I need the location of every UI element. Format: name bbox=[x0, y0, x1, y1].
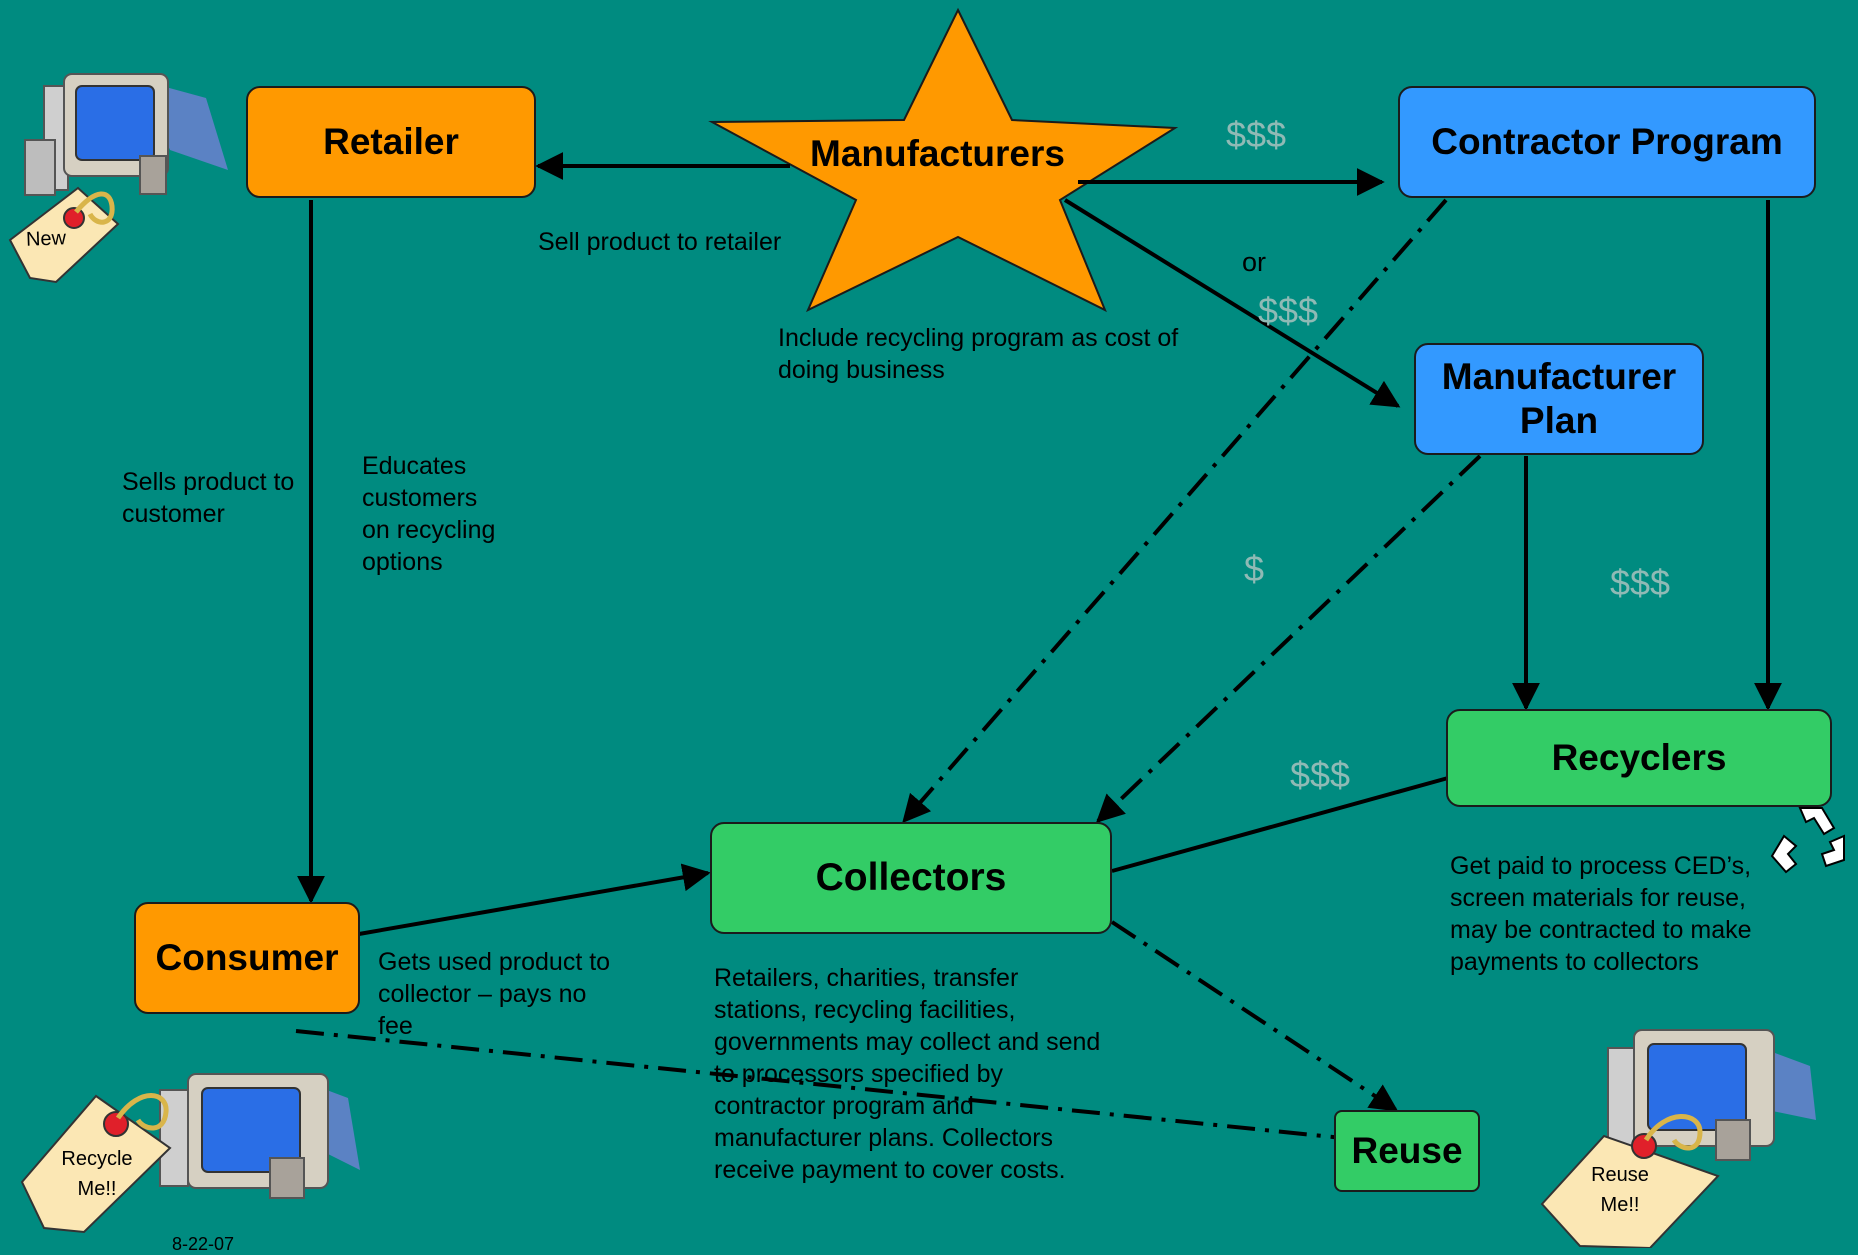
arrow-consumer-to-collectors bbox=[358, 863, 711, 936]
reuse-node: Reuse bbox=[1334, 1110, 1480, 1192]
consumer-node: Consumer bbox=[134, 902, 360, 1014]
arrow-contractor-to-collectors bbox=[902, 198, 1448, 824]
sells-to-customer-label: Sells product to customer bbox=[122, 468, 295, 528]
tag-new-text: New bbox=[25, 227, 67, 251]
arrow-plan-to-collectors bbox=[1095, 454, 1482, 823]
or-label: or bbox=[1242, 247, 1267, 277]
retailer-node: Retailer bbox=[246, 86, 536, 198]
computer-icon-reuse bbox=[1607, 1029, 1816, 1161]
retailer-label: Retailer bbox=[323, 120, 459, 162]
tag-icon-reuse bbox=[1540, 1114, 1720, 1248]
recycle-icon bbox=[1770, 807, 1845, 874]
line-recyclers-to-collectors bbox=[1111, 776, 1449, 873]
educates-label: Educates customers on recycling options bbox=[362, 452, 496, 576]
gets-used-product-label: Gets used product to collector – pays no… bbox=[378, 948, 611, 1040]
arrow-manufacturers-to-plan bbox=[1063, 198, 1401, 408]
money-manufacturers-to-plan: $$$ bbox=[1258, 290, 1319, 331]
collectors-label: Collectors bbox=[815, 855, 1007, 899]
collectors-node: Collectors bbox=[710, 822, 1112, 934]
tag-recycle-text: Recycle Me!! bbox=[61, 1148, 133, 1200]
recyclers-label: Recyclers bbox=[1551, 736, 1727, 778]
money-recyclers-to-collectors: $$$ bbox=[1290, 754, 1351, 795]
computer-icon-new bbox=[24, 73, 228, 196]
recyclers-description: Get paid to process CED’s, screen materi… bbox=[1450, 852, 1752, 976]
manufacturer-plan-node: Manufacturer Plan bbox=[1414, 343, 1704, 455]
computer-icon-recycle bbox=[159, 1073, 360, 1199]
tag-icon-new bbox=[8, 186, 120, 284]
arrow-collectors-to-reuse bbox=[1110, 920, 1399, 1112]
collectors-description: Retailers, charities, transfer stations,… bbox=[714, 964, 1101, 1184]
contractor-program-label: Contractor Program bbox=[1431, 120, 1783, 162]
manufacturer-plan-label: Manufacturer Plan bbox=[1441, 355, 1677, 441]
consumer-label: Consumer bbox=[155, 936, 339, 978]
arrow-consumer-to-reuse bbox=[295, 1029, 1375, 1153]
recyclers-node: Recyclers bbox=[1446, 709, 1832, 807]
money-plan-to-collectors: $ bbox=[1244, 548, 1265, 589]
money-manufacturers-to-contractor: $$$ bbox=[1226, 114, 1287, 155]
include-recycling-label: Include recycling program as cost of doi… bbox=[778, 324, 1179, 384]
tag-reuse-text: Reuse Me!! bbox=[1591, 1164, 1649, 1216]
sell-to-retailer-label: Sell product to retailer bbox=[538, 228, 782, 256]
contractor-program-node: Contractor Program bbox=[1398, 86, 1816, 198]
date-label: 8-22-07 bbox=[172, 1234, 235, 1254]
reuse-label: Reuse bbox=[1351, 1129, 1463, 1171]
money-plan-to-recyclers: $$$ bbox=[1610, 562, 1671, 603]
tag-icon-recycle bbox=[20, 1093, 172, 1234]
manufacturers-star bbox=[708, 7, 1179, 313]
manufacturers-label: Manufacturers bbox=[810, 133, 1065, 174]
